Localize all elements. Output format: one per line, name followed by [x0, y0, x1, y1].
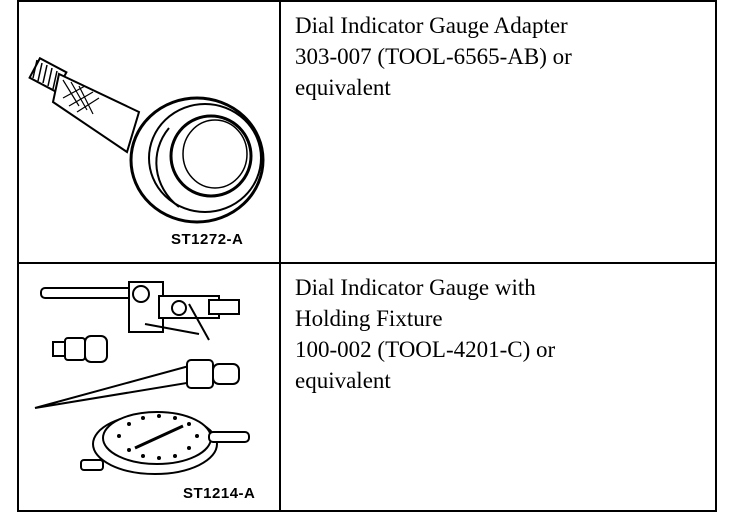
description-line: Dial Indicator Gauge with — [295, 275, 536, 300]
tool-description: Dial Indicator Gauge with Holding Fixtur… — [295, 272, 701, 396]
dial-indicator-gauge-with-holding-fixture-icon — [34, 281, 250, 475]
tool-image-cell: ST1214-A — [19, 264, 281, 510]
dial-indicator-gauge-adapter-icon — [28, 56, 265, 224]
tool-table: ST1272-A Dial Indicator Gauge Adapter 30… — [17, 0, 717, 512]
description-line: 100-002 (TOOL-4201-C) or — [295, 337, 556, 362]
tool-image-label: ST1214-A — [183, 485, 256, 502]
description-line: equivalent — [295, 368, 391, 393]
description-line: 303-007 (TOOL-6565-AB) or — [295, 44, 572, 69]
tool-description: Dial Indicator Gauge Adapter 303-007 (TO… — [295, 10, 701, 103]
tool-description-cell: Dial Indicator Gauge Adapter 303-007 (TO… — [281, 2, 715, 262]
description-line: Holding Fixture — [295, 306, 443, 331]
description-line: Dial Indicator Gauge Adapter — [295, 13, 568, 38]
tool-image-label: ST1272-A — [171, 231, 244, 248]
tool-row: ST1272-A Dial Indicator Gauge Adapter 30… — [19, 2, 715, 264]
description-line: equivalent — [295, 75, 391, 100]
tool-description-cell: Dial Indicator Gauge with Holding Fixtur… — [281, 264, 715, 510]
tool-image-cell: ST1272-A — [19, 2, 281, 262]
tool-row: ST1214-A Dial Indicator Gauge with Holdi… — [19, 264, 715, 510]
